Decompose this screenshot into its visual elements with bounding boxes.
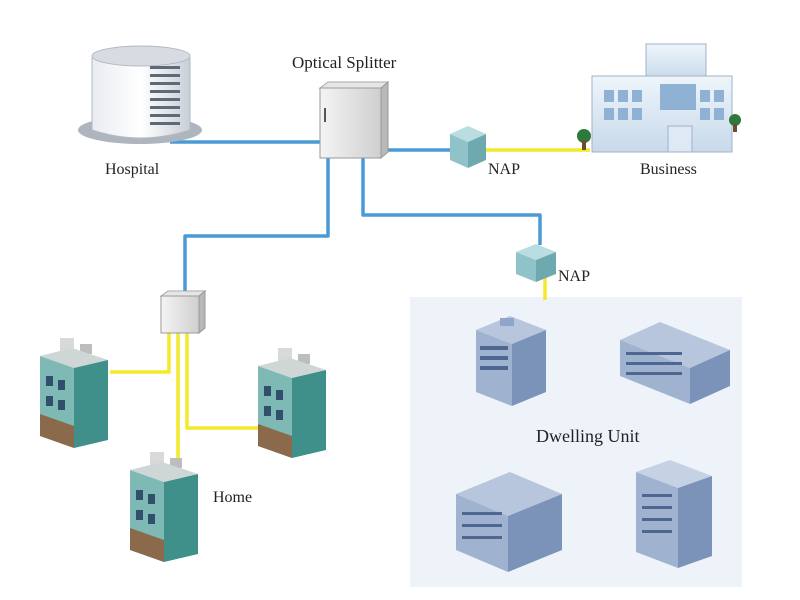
dwelling-tower-4 [636,460,712,568]
hospital-label: Hospital [105,161,160,178]
nap-top-box [450,126,486,168]
nap-mid-box [516,244,556,282]
fiber-lines [170,140,542,293]
home-building-bottom [130,452,198,562]
hospital-building [78,45,202,144]
dwelling-tower-1 [476,316,546,406]
home-distribution-cabinet [159,289,207,335]
optical-splitter-cabinet [318,80,390,160]
home-label: Home [213,489,252,506]
home-building-right [258,348,326,458]
nap-mid-label: NAP [558,268,590,285]
home-building-left [40,338,108,448]
business-label: Business [640,161,697,178]
drop-cabinet-to-home-left [110,330,171,374]
fiber-splitter-to-nap-mid [361,158,542,245]
drop-lines [110,148,590,458]
dwelling-tower-2 [620,322,730,404]
dwelling-tower-3 [456,472,562,572]
fiber-splitter-to-home-cabinet [183,158,330,293]
drop-cabinet-to-home-right [185,330,260,430]
business-building [577,43,741,153]
nap-top-label: NAP [488,161,520,178]
dwelling-unit-label: Dwelling Unit [536,426,640,446]
optical-splitter-label: Optical Splitter [292,53,397,72]
